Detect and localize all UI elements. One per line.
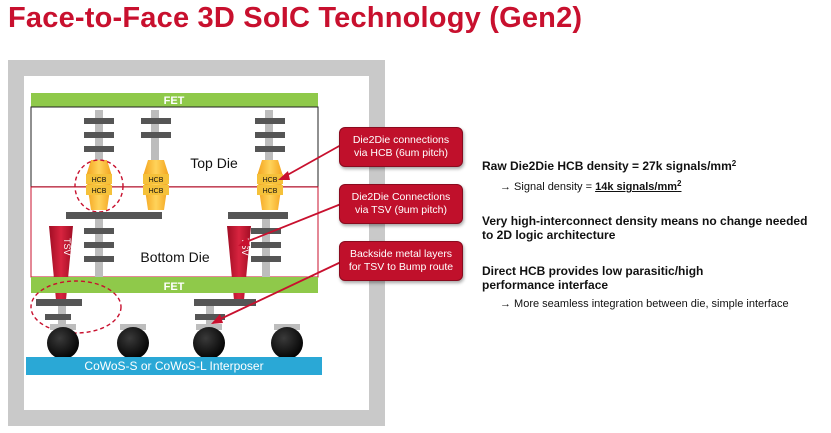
bullet-seamless-integration: → More seamless integration between die,…: [500, 298, 789, 310]
top-die-label: Top Die: [190, 155, 238, 171]
hcb-pad: [86, 185, 112, 195]
hcb-pad: [143, 174, 169, 184]
page-title: Face-to-Face 3D SoIC Technology (Gen2): [8, 2, 583, 34]
metal-layer: [84, 132, 114, 138]
via-column: [95, 110, 103, 170]
bottom-die-label: Bottom Die: [140, 249, 209, 265]
bullet-direct-hcb: Direct HCB provides low parasitic/high p…: [482, 264, 703, 292]
via-column: [151, 110, 159, 170]
callout-arrow-head: [211, 314, 223, 324]
fet-top-bar: [31, 93, 318, 107]
callout-hcb-line1: Die2Die connections: [352, 134, 450, 146]
hcb-pad-label: HCB: [263, 177, 278, 184]
via-column: [265, 110, 273, 170]
backside-highlight-ellipse: [30, 280, 122, 334]
bullet-line: Direct HCB provides low parasitic/high: [482, 264, 704, 278]
bullet-line: Very high-interconnect density means no …: [482, 214, 808, 228]
callout-hcb-line2: via HCB (6um pitch): [354, 147, 448, 159]
hcb-pad: [257, 174, 283, 184]
metal-layer: [251, 256, 281, 262]
backside-metal: [194, 299, 256, 306]
callout-backside-line2: for TSV to Bump route: [348, 261, 454, 273]
fet-bottom-bar: [31, 277, 318, 293]
callout-arrow-head: [278, 171, 290, 180]
callout-arrow: [281, 144, 342, 179]
backside-metal: [45, 314, 71, 320]
hcb-pad-label: HCB: [149, 177, 164, 184]
metal-layer: [141, 118, 171, 124]
metal-layer: [66, 212, 162, 219]
superscript: 2: [731, 159, 737, 168]
hcb-pad-label: HCB: [92, 188, 107, 195]
hcb-pad: [257, 185, 283, 195]
metal-layer: [141, 132, 171, 138]
hcb-pad-label: HCB: [92, 177, 107, 184]
callout-arrow-head: [238, 237, 250, 246]
metal-layer: [84, 146, 114, 152]
superscript: 2: [677, 179, 682, 188]
metal-layer: [251, 228, 281, 234]
signal-density-number: 14k signals/mm: [595, 181, 678, 193]
backside-metal: [36, 299, 82, 306]
bump: [193, 327, 225, 359]
hcb-highlight-circle: [74, 159, 124, 213]
callout-arrow: [240, 203, 342, 245]
hcb-pad: [143, 185, 169, 195]
callout-backside-line1: Backside metal layers: [349, 248, 453, 260]
metal-layer: [255, 132, 285, 138]
signal-density-prefix: → Signal density =: [500, 181, 596, 193]
callout-tsv-line2: via TSV (9um pitch): [354, 204, 447, 216]
metal-layer: [228, 212, 288, 219]
bump: [47, 327, 79, 359]
bullet-interconnect-density: Very high-interconnect density means no …: [482, 214, 807, 242]
bullet-line: to 2D logic architecture: [482, 228, 616, 242]
bullet-hcb-density: Raw Die2Die HCB density = 27k signals/mm…: [482, 157, 736, 173]
metal-layer: [84, 228, 114, 234]
interposer-label: CoWoS-S or CoWoS-L Interposer: [84, 359, 263, 373]
bullet-line: performance interface: [482, 278, 609, 292]
metal-layer: [84, 256, 114, 262]
interposer-bar: [26, 357, 322, 375]
bump: [117, 327, 149, 359]
metal-layer: [255, 146, 285, 152]
bullet-signal-density: → Signal density = 14k signals/mm2: [500, 177, 681, 194]
hcb-pad-label: HCB: [263, 188, 278, 195]
bullet-hcb-density-text: Raw Die2Die HCB density = 27k signals/mm: [482, 159, 732, 173]
tsv-right-label: TSV: [240, 238, 250, 256]
hcb-pad: [86, 174, 112, 184]
metal-layer: [84, 242, 114, 248]
bump: [271, 327, 303, 359]
callout-arrow: [213, 261, 342, 323]
fet-top-label: FET: [164, 95, 185, 107]
tsv-left-label: TSV: [62, 238, 72, 256]
backside-metal: [195, 314, 225, 320]
metal-layer: [84, 118, 114, 124]
metal-layer: [255, 118, 285, 124]
callout-tsv-line1: Die2Die Connections: [351, 191, 451, 203]
signal-density-value: 14k signals/mm2: [595, 179, 682, 193]
fet-bottom-label: FET: [164, 281, 185, 293]
metal-layer: [251, 242, 281, 248]
hcb-pad-label: HCB: [149, 188, 164, 195]
